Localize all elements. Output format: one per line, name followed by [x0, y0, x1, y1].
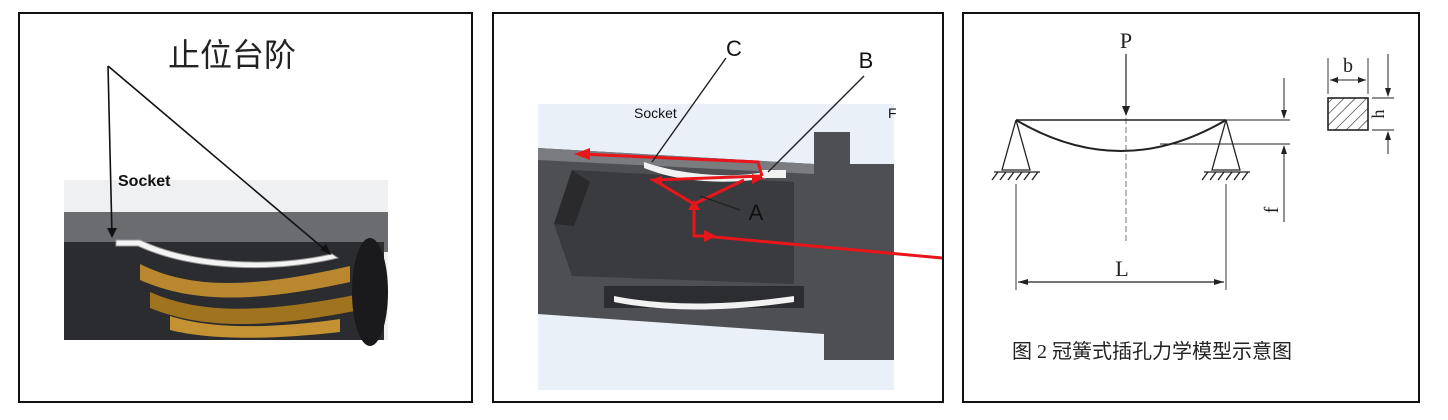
panel-mechanics-model: P f L	[962, 12, 1420, 403]
f-arrowhead-top	[1281, 110, 1287, 119]
red-arrow-exit	[574, 148, 590, 160]
load-arrowhead	[1122, 106, 1130, 116]
label-l: L	[1115, 256, 1128, 281]
gold-band-2	[150, 292, 360, 325]
edge-text: F	[888, 105, 897, 121]
label-b: B	[859, 48, 874, 73]
pointer-a	[699, 195, 741, 211]
lower-spring	[614, 296, 794, 310]
beam-deflected	[1015, 119, 1227, 152]
gold-band-1	[140, 264, 350, 298]
pointer-c	[651, 57, 727, 163]
support-left	[991, 119, 1040, 181]
socket-end-cap	[352, 238, 388, 346]
b-arrowhead-left	[1330, 77, 1338, 83]
label-c: C	[726, 36, 742, 61]
panel-stop-step: Socket 止位台阶	[18, 12, 473, 403]
pointer-b	[767, 75, 865, 173]
label-a: A	[749, 200, 764, 225]
inner-cavity	[554, 170, 794, 284]
socket-text: Socket	[634, 105, 677, 121]
red-arrow-right-inner	[752, 174, 764, 184]
panel-current-path: Socket F C B A	[492, 12, 944, 403]
h-arrowhead-bottom	[1385, 131, 1391, 140]
socket-text: Socket	[118, 173, 171, 190]
label-p: P	[1120, 28, 1132, 53]
arrowhead-right	[320, 244, 331, 255]
stop-step-illustration: Socket 止位台阶	[64, 36, 388, 346]
crown-spring	[115, 239, 340, 269]
red-arrow-entry	[704, 230, 716, 242]
support-right	[1201, 119, 1250, 181]
h-arrowhead-top	[1385, 88, 1391, 97]
gold-band-3	[170, 316, 340, 338]
red-arrow-up	[688, 200, 700, 210]
red-arrow-left-inner	[650, 176, 662, 186]
label-f: f	[1261, 206, 1283, 213]
label-b: b	[1343, 55, 1353, 77]
pointer-line-left	[107, 65, 113, 237]
mechanics-model-diagram: P f L	[991, 28, 1394, 363]
label-h: h	[1368, 110, 1388, 119]
l-arrowhead-right	[1214, 279, 1224, 285]
f-arrowhead-bottom	[1281, 145, 1287, 154]
arrowhead-left	[107, 228, 117, 238]
b-arrowhead-right	[1358, 77, 1366, 83]
pointer-line-right	[107, 65, 331, 255]
l-arrowhead-left	[1018, 279, 1028, 285]
hex-face	[554, 170, 590, 226]
stop-step-title: 止位台阶	[168, 36, 296, 74]
cross-section-rect	[1327, 97, 1369, 131]
current-path-illustration: Socket F C B A	[538, 36, 942, 390]
spring-tip	[762, 170, 786, 178]
figure-caption: 图 2 冠簧式插孔力学模型示意图	[1012, 340, 1292, 363]
